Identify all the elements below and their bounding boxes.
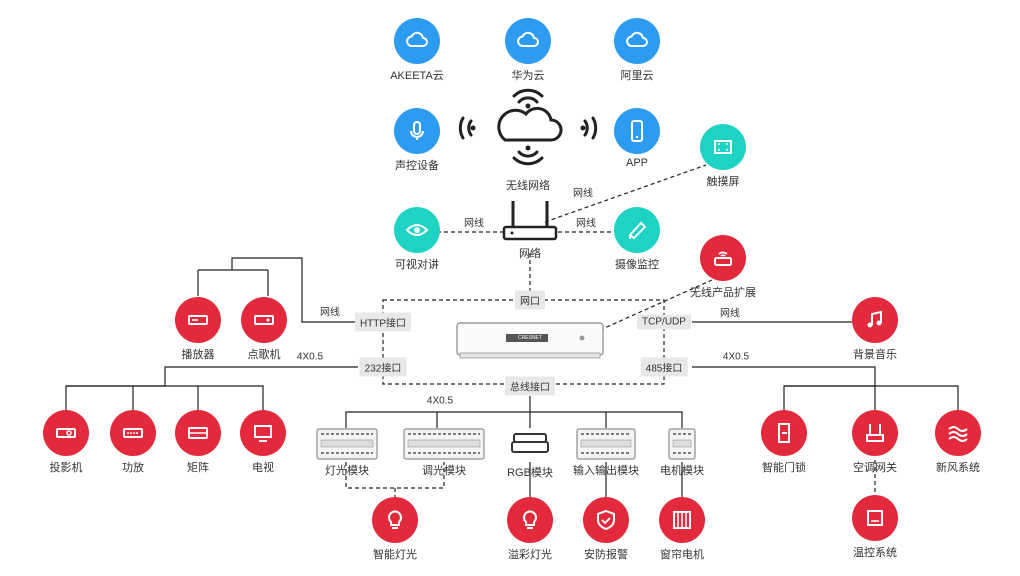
cloud-icon — [505, 18, 551, 64]
wire-label-485: 4X0.5 — [722, 351, 750, 363]
rgb-module-label: RGB模块 — [507, 467, 553, 479]
security-label: 安防报警 — [584, 549, 628, 561]
matrix-label: 矩阵 — [187, 462, 209, 474]
smartphone-icon — [614, 108, 660, 154]
port-tcp-udp: TCP/UDP — [637, 314, 691, 330]
intercom-label: 可视对讲 — [395, 259, 439, 271]
wire-label-bus: 4X0.5 — [426, 395, 454, 407]
wire-label-camera: 网线 — [576, 218, 596, 230]
touchscreen-label: 触摸屏 — [706, 176, 740, 188]
port-485: 485接口 — [640, 357, 688, 377]
projector-icon — [43, 410, 89, 456]
rgb-box-icon — [511, 433, 549, 453]
gateway-icon — [852, 410, 898, 456]
host-controller-icon — [456, 322, 604, 359]
fresh-air-label: 新风系统 — [936, 462, 980, 474]
player-label: 播放器 — [181, 349, 215, 361]
thermostat-icon — [852, 495, 898, 541]
amplifier-label: 功放 — [122, 462, 144, 474]
matrix-icon — [175, 410, 221, 456]
din-module-icon — [576, 428, 636, 460]
motor-module-label: 电机模块 — [660, 465, 704, 477]
din-module-icon — [403, 428, 485, 460]
host-brand-text: CRESNET — [518, 335, 542, 341]
player-icon — [175, 297, 221, 343]
motor-module: 电机模块 — [660, 428, 704, 477]
tv-icon — [240, 410, 286, 456]
dimmer-module-label: 调光模块 — [422, 465, 466, 477]
din-module-icon — [668, 428, 696, 460]
eye-icon — [394, 207, 440, 253]
rgb-module: RGB模块 — [507, 430, 553, 479]
router-icon — [502, 201, 558, 241]
thermostat-label: 温控系统 — [853, 547, 897, 559]
music-note-icon — [852, 297, 898, 343]
music-label: 背景音乐 — [853, 349, 897, 361]
wire-label-tcp: 网线 — [720, 308, 740, 320]
wire-label-touchscreen: 网线 — [573, 188, 593, 200]
lightbulb-icon — [372, 497, 418, 543]
akeeta-cloud-label: AKEETA云 — [390, 70, 444, 82]
io-module: 输入输出模块 — [573, 428, 639, 477]
karaoke-label: 点歌机 — [247, 349, 281, 361]
router-label: 网络 — [519, 248, 541, 260]
light-module: 灯光模块 — [316, 428, 378, 477]
din-module-icon — [316, 428, 378, 460]
app-label: APP — [625, 157, 648, 169]
lightbulb-icon — [507, 497, 553, 543]
door-lock-icon — [761, 410, 807, 456]
curtain-icon — [659, 497, 705, 543]
amplifier-icon — [110, 410, 156, 456]
tv-label: 电视 — [252, 462, 274, 474]
huawei-cloud-label: 华为云 — [511, 70, 545, 82]
microphone-icon — [394, 108, 440, 154]
io-module-label: 输入输出模块 — [573, 465, 639, 477]
port-http: HTTP接口 — [354, 312, 412, 332]
cloud-icon — [614, 18, 660, 64]
wireless-ext-label: 无线产品扩展 — [690, 287, 756, 299]
smart-light-label: 智能灯光 — [373, 549, 417, 561]
dimmer-module: 调光模块 — [403, 428, 485, 477]
wire-label-232: 4X0.5 — [296, 351, 324, 363]
lock-label: 智能门锁 — [762, 462, 806, 474]
wireless-cloud-icon — [458, 88, 598, 166]
camera-label: 摄像监控 — [615, 259, 659, 271]
cloud-icon — [394, 18, 440, 64]
port-bus: 总线接口 — [505, 376, 555, 396]
projector-label: 投影机 — [49, 462, 83, 474]
touchscreen-icon — [700, 124, 746, 170]
wire-label-http: 网线 — [320, 307, 340, 319]
light-module-label: 灯光模块 — [325, 465, 369, 477]
port-network: 网口 — [515, 290, 545, 310]
ac-gateway-label: 空调网关 — [853, 462, 897, 474]
camera-icon — [614, 207, 660, 253]
wireless-network-label: 无线网络 — [506, 180, 550, 192]
shield-icon — [583, 497, 629, 543]
color-light-label: 溢彩灯光 — [508, 549, 552, 561]
wifi-router-icon — [700, 235, 746, 281]
port-232: 232接口 — [359, 357, 407, 377]
voice-device-label: 声控设备 — [395, 160, 439, 172]
curtain-label: 窗帘电机 — [660, 549, 704, 561]
air-wave-icon — [935, 410, 981, 456]
karaoke-icon — [241, 297, 287, 343]
aliyun-cloud-label: 阿里云 — [620, 70, 654, 82]
wire-label-intercom: 网线 — [464, 218, 484, 230]
